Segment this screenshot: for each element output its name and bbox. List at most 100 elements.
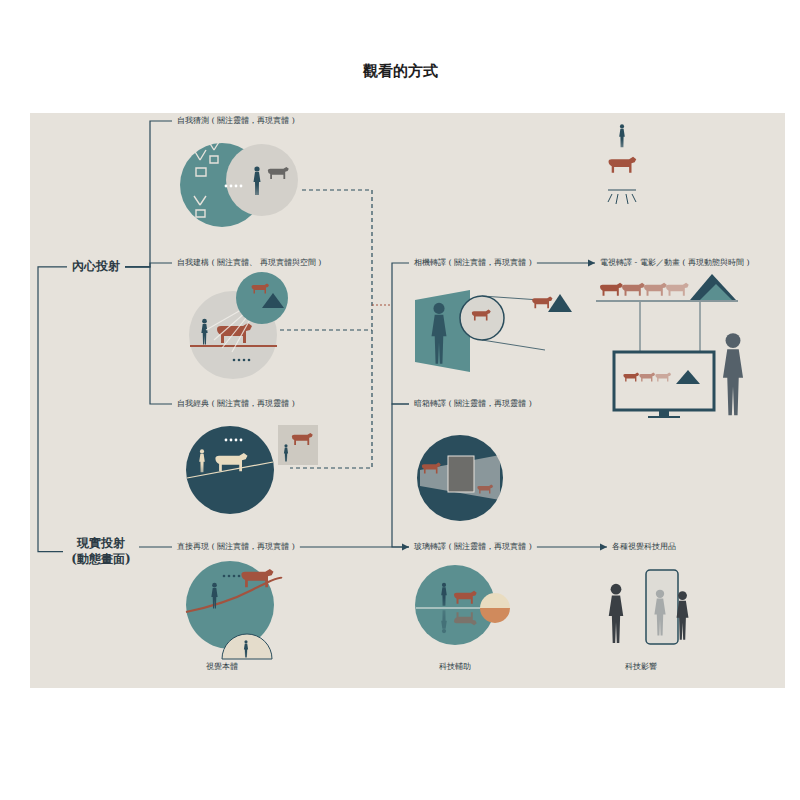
guess-illustration-part: [268, 167, 289, 179]
classic-illustration-part: [292, 433, 313, 445]
category-label: 暗箱轉譯 ( 關注靈體，再現靈體 ): [412, 398, 534, 410]
direct-illustration-part: [211, 583, 217, 609]
construct-illustration-part: [262, 293, 284, 308]
label-text: 玻璃轉譯 ( 關注靈體，再現實體 ): [414, 542, 532, 552]
classic-illustration-part: [278, 425, 318, 465]
construct-illustration: [189, 272, 288, 379]
glass-illustration-part-part: [441, 610, 447, 633]
camera-obscura-illustration-part: [448, 456, 474, 492]
direct-illustration: [186, 561, 282, 659]
label-text: 內心投射: [72, 259, 120, 275]
tv-illustration-part: [622, 283, 645, 296]
connector: [537, 546, 607, 547]
tv-illustration-part: [639, 373, 655, 382]
connector: [537, 262, 595, 263]
category-label: 內心投射: [70, 258, 122, 276]
classic-illustration-part: [186, 426, 274, 514]
camera-obscura-illustration-part: [422, 463, 441, 474]
connector: [392, 404, 409, 547]
direct-illustration-part: [228, 575, 231, 578]
tv-illustration-part: [676, 370, 700, 384]
construct-illustration-part: [252, 284, 270, 294]
tv-illustration-part: [644, 283, 667, 296]
category-label: 自我經典 ( 關注實體，再現靈體 ): [175, 398, 297, 410]
direct-illustration-part: [238, 575, 241, 578]
category-label: 自我猜測 ( 關注靈體，再現實體 ): [175, 115, 297, 127]
direct-illustration-part: [244, 640, 248, 657]
label-text: 相機轉譯 ( 關注實體，再現實體 ): [414, 258, 532, 268]
guess-illustration-part: [235, 185, 238, 188]
connector: [139, 546, 172, 547]
camera-obscura-illustration: [417, 435, 503, 521]
construct-illustration-part: [236, 272, 288, 324]
tv-illustration-part: [700, 284, 732, 300]
direct-illustration-part: [223, 575, 226, 578]
connector: [125, 267, 172, 404]
tv-illustration: [596, 274, 743, 418]
camera-illustration-part: [532, 297, 552, 309]
camera-obscura-illustration-part: [477, 485, 493, 494]
classic-illustration-part: [199, 449, 205, 472]
caption-label: 視覺本體: [206, 662, 238, 672]
direct-illustration-part: [241, 569, 273, 587]
classic-illustration-part: [235, 439, 238, 442]
glass-illustration-part: [454, 591, 477, 604]
category-label: 電視轉譯 - 電影／動畫 ( 再現動態與時間 ): [598, 257, 752, 269]
camera-illustration-part: [415, 290, 470, 372]
direct-illustration-part: [186, 561, 274, 649]
glass-illustration-part-part: [454, 612, 477, 625]
guess-illustration-part: [230, 185, 233, 188]
tech-illustration-part: [677, 591, 689, 640]
camera-obscura-illustration-part: [420, 455, 500, 500]
tv-illustration-part: [723, 333, 743, 415]
tech-illustration: [609, 570, 689, 644]
tv-illustration-part: [655, 373, 671, 382]
label-text: 自我經典 ( 關注實體，再現靈體 ): [177, 399, 295, 409]
direct-illustration-part: [233, 575, 236, 578]
construct-illustration-part: [243, 359, 246, 362]
tv-illustration-part: [640, 302, 700, 352]
label-text: 暗箱轉譯 ( 關注靈體，再現靈體 ): [414, 399, 532, 409]
category-label: 直接再現 ( 關注實體，再現實體 ): [175, 541, 297, 553]
tv-illustration-part: [690, 274, 736, 300]
tech-illustration-part: [654, 590, 665, 636]
dashed-bracket-part: [372, 304, 390, 305]
camera-illustration: [415, 290, 572, 372]
direct-illustration-part: [222, 634, 272, 659]
category-label: 玻璃轉譯 ( 關注靈體，再現實體 ): [412, 541, 534, 553]
construct-illustration-part: [248, 359, 251, 362]
top-right-illustration-part: [619, 124, 625, 147]
construct-illustration-part: [238, 359, 241, 362]
label-text: 電視轉譯 - 電影／動畫 ( 再現動態與時間 ): [600, 258, 750, 268]
construct-illustration-part: [201, 319, 207, 345]
classic-illustration-part: [240, 439, 243, 442]
tv-illustration-part: [659, 411, 669, 416]
tech-illustration-part: [646, 570, 678, 644]
tv-illustration-part: [600, 283, 623, 296]
top-right-illustration-part: [609, 157, 637, 173]
top-right-illustration-part: [608, 190, 636, 204]
glass-illustration-part: [480, 608, 510, 623]
label-text: 直接再現 ( 關注實體，再現實體 ): [177, 542, 295, 552]
camera-illustration-part: [460, 296, 504, 340]
construct-illustration-part: [233, 359, 236, 362]
guess-illustration-part: [240, 185, 243, 188]
dashed-bracket-part: [280, 329, 372, 330]
diagram-title: 觀看的方式: [0, 62, 800, 81]
label-text: 自我猜測 ( 關注靈體，再現實體 ): [177, 116, 295, 126]
label-text: 各種視覺科技用品: [612, 542, 676, 552]
guess-illustration: [180, 142, 298, 227]
connector: [38, 267, 67, 552]
classic-illustration: [186, 425, 318, 514]
connector: [392, 263, 409, 404]
camera-illustration-part: [432, 303, 447, 364]
connector: [125, 121, 172, 267]
construct-illustration-part: [190, 345, 277, 347]
glass-illustration-part: [480, 593, 510, 608]
classic-illustration-part: [230, 439, 233, 442]
glass-illustration: [415, 565, 510, 645]
camera-obscura-illustration-part: [417, 435, 503, 521]
